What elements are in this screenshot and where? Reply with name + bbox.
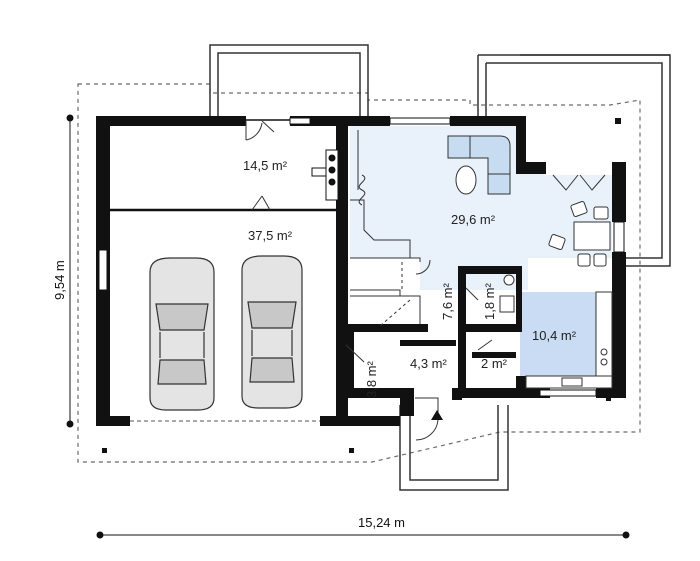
kitchen-area-label: 10,4 m² xyxy=(532,328,577,343)
stair-area-label: 7,6 m² xyxy=(440,282,455,320)
car-left-icon xyxy=(149,257,215,411)
car-right-icon xyxy=(241,255,303,409)
boiler-equipment-icon xyxy=(311,149,339,201)
side-terrace-frame xyxy=(477,54,671,267)
rear-terrace-frame xyxy=(209,44,369,121)
dimension-line-horizontal xyxy=(96,531,630,539)
hall-area-label: 4,3 m² xyxy=(410,356,448,371)
dimension-line-vertical xyxy=(66,114,74,428)
coffee-table-icon xyxy=(455,165,477,195)
closet-area-label: 3,8 m² xyxy=(364,360,379,398)
wc-area-label: 2 m² xyxy=(481,356,508,371)
entrance-porch-frame xyxy=(399,405,509,491)
walls xyxy=(96,116,626,426)
bath-area-label: 1,8 m² xyxy=(482,282,497,320)
workshop-area-label: 14,5 m² xyxy=(243,158,288,173)
dining-table-icon xyxy=(548,201,611,267)
terrace-posts xyxy=(102,118,621,453)
living-area-label: 29,6 m² xyxy=(451,212,496,227)
living-room-floor xyxy=(350,126,612,290)
depth-dimension-label: 9,54 m xyxy=(52,260,67,300)
garage-area-label: 37,5 m² xyxy=(248,228,293,243)
kitchen-counter xyxy=(525,291,613,389)
corner-sofa-icon xyxy=(447,135,511,195)
staircase xyxy=(350,130,421,327)
bathroom-fixtures-icon xyxy=(499,274,515,313)
dashed-roof-outline xyxy=(77,83,641,463)
doors xyxy=(245,120,606,441)
entry-arrow-icon xyxy=(431,410,443,420)
north-windows xyxy=(289,117,625,397)
width-dimension-label: 15,24 m xyxy=(358,515,405,530)
garage-side-window xyxy=(98,249,108,291)
